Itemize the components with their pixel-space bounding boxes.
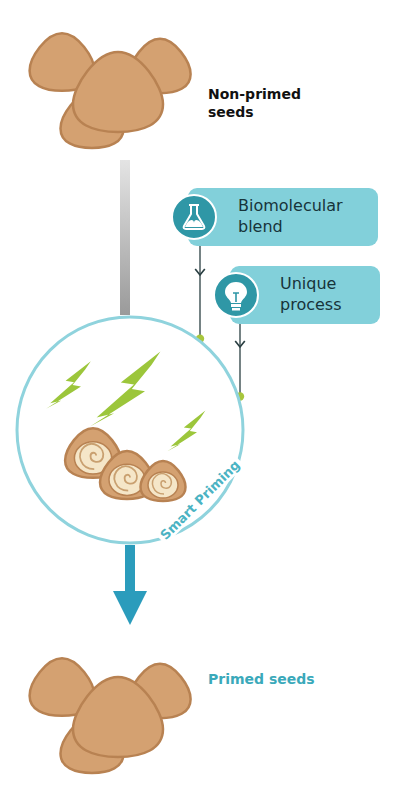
- flask-icon: [170, 193, 218, 241]
- seed: [73, 52, 163, 132]
- lightning-bolt: [90, 352, 160, 427]
- box-label: Unique process: [280, 274, 370, 316]
- bulb-icon: [212, 271, 260, 319]
- flow-arrow: [125, 545, 135, 600]
- input-box: Biomolecular blend: [188, 188, 378, 246]
- seeds-illustration: [0, 0, 340, 160]
- lightning-bolt: [167, 411, 205, 452]
- seed-group: Primed seeds: [0, 625, 340, 785]
- priming-illustration: [15, 315, 245, 545]
- box-label: Biomolecular blend: [238, 196, 368, 238]
- connector-line: [199, 246, 200, 339]
- priming-circle: [17, 317, 243, 543]
- seed-label: Non-primed seeds: [208, 86, 338, 121]
- lightning-bolt: [46, 361, 91, 409]
- seeds-illustration: [0, 625, 340, 785]
- seed-group: Non-primed seeds: [0, 0, 340, 160]
- connector-line: [239, 324, 240, 396]
- seed-label: Primed seeds: [208, 671, 338, 689]
- connector-line: [120, 160, 130, 315]
- seed: [141, 461, 186, 501]
- seed: [73, 677, 163, 757]
- process-circle: Smart Priming: [15, 315, 245, 545]
- input-box: Unique process: [230, 266, 380, 324]
